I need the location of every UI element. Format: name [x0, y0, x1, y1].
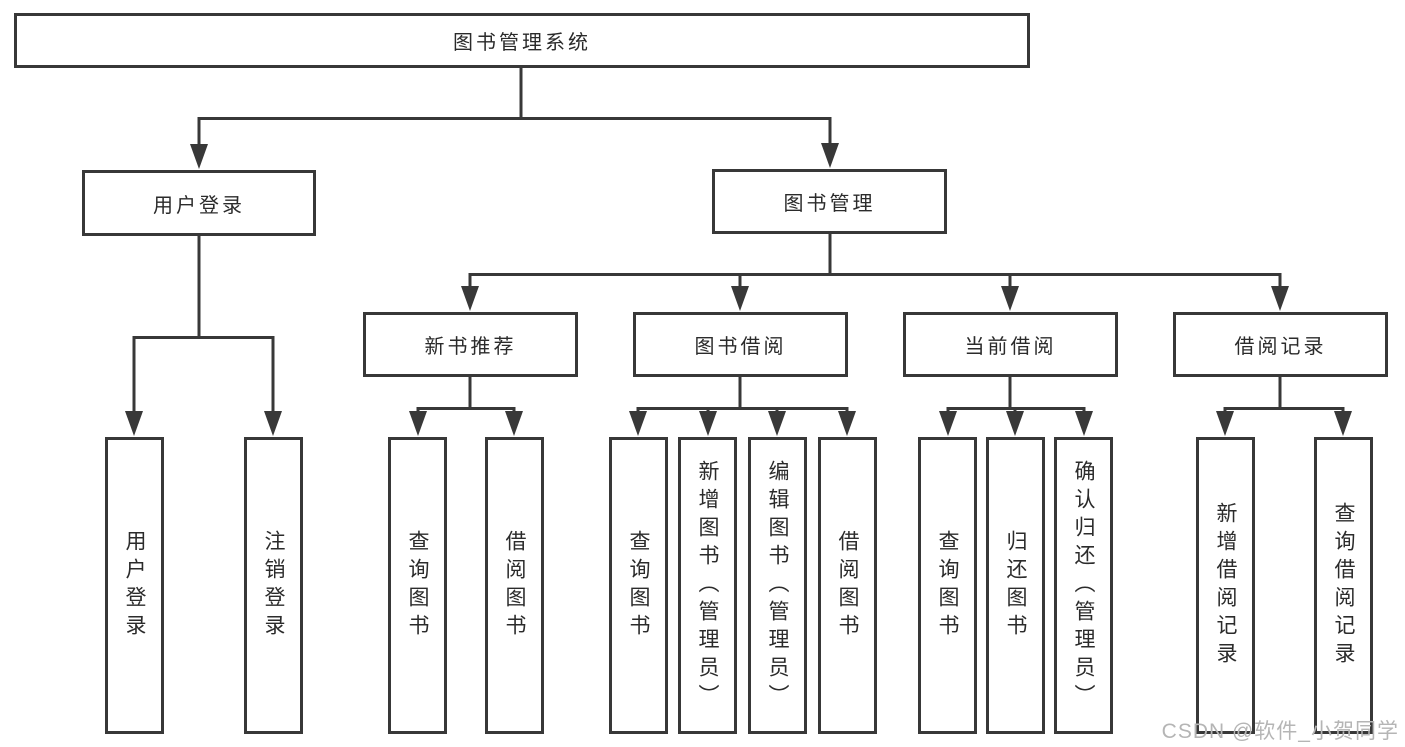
- arrowhead-icon: [409, 411, 427, 436]
- arrowhead-icon: [125, 411, 143, 436]
- csdn-watermark: CSDN @软件_小贺同学: [1161, 720, 1399, 743]
- leaf-query-books-recommend: 查询图书: [388, 437, 447, 734]
- arrowhead-icon: [768, 411, 786, 436]
- node-label: 编辑图书（管理员）: [766, 459, 789, 712]
- node-book-borrowing: 图书借阅: [633, 312, 848, 377]
- leaf-logout: 注销登录: [244, 437, 303, 734]
- node-label: 图书管理系统: [453, 32, 591, 54]
- arrowhead-icon: [838, 411, 856, 436]
- leaf-confirm-return-admin: 确认归还（管理员）: [1054, 437, 1113, 734]
- node-label: 图书借阅: [694, 336, 787, 358]
- leaf-add-borrow-record: 新增借阅记录: [1196, 437, 1255, 734]
- node-label: 新书推荐: [424, 336, 517, 358]
- node-label: 新增图书（管理员）: [696, 459, 719, 712]
- leaf-query-books-current: 查询图书: [918, 437, 977, 734]
- node-label: 用户登录: [153, 194, 245, 217]
- arrowhead-icon: [731, 286, 749, 311]
- leaf-borrow-books: 借阅图书: [818, 437, 877, 734]
- node-label: 借阅图书: [503, 529, 526, 642]
- leaf-borrow-books-recommend: 借阅图书: [485, 437, 544, 734]
- leaf-return-books: 归还图书: [986, 437, 1045, 734]
- node-label: 查询图书: [406, 529, 429, 642]
- arrowhead-icon: [1271, 286, 1289, 311]
- arrowhead-icon: [1006, 411, 1024, 436]
- node-label: 用户登录: [123, 529, 146, 642]
- arrowhead-icon: [1334, 411, 1352, 436]
- arrowhead-icon: [1075, 411, 1093, 436]
- node-label: 查询图书: [627, 529, 650, 642]
- node-user-login: 用户登录: [82, 170, 316, 236]
- node-label: 查询借阅记录: [1332, 501, 1355, 670]
- arrowhead-icon: [461, 286, 479, 311]
- node-new-book-recommendation: 新书推荐: [363, 312, 578, 377]
- leaf-query-books-borrowing: 查询图书: [609, 437, 668, 734]
- node-label: 归还图书: [1004, 529, 1027, 642]
- node-label: 图书管理: [783, 193, 876, 215]
- leaf-query-borrow-record: 查询借阅记录: [1314, 437, 1373, 734]
- node-label: 新增借阅记录: [1214, 501, 1237, 670]
- arrowhead-icon: [821, 143, 839, 168]
- arrowhead-icon: [1216, 411, 1234, 436]
- node-borrowing-records: 借阅记录: [1173, 312, 1388, 377]
- arrowhead-icon: [1001, 286, 1019, 311]
- arrowhead-icon: [190, 144, 208, 169]
- node-label: 借阅图书: [836, 529, 859, 642]
- node-label: 当前借阅: [964, 336, 1057, 358]
- node-book-management: 图书管理: [712, 169, 947, 234]
- arrowhead-icon: [264, 411, 282, 436]
- node-label: 注销登录: [262, 529, 285, 642]
- leaf-add-books-admin: 新增图书（管理员）: [678, 437, 737, 734]
- arrowhead-icon: [699, 411, 717, 436]
- arrowhead-icon: [505, 411, 523, 436]
- node-library-management-system: 图书管理系统: [14, 13, 1030, 68]
- arrowhead-icon: [629, 411, 647, 436]
- node-label: 确认归还（管理员）: [1072, 459, 1095, 712]
- node-label: 查询图书: [936, 529, 959, 642]
- node-label: 借阅记录: [1234, 336, 1327, 358]
- node-current-borrowing: 当前借阅: [903, 312, 1118, 377]
- arrowhead-icon: [939, 411, 957, 436]
- leaf-edit-books-admin: 编辑图书（管理员）: [748, 437, 807, 734]
- leaf-user-login: 用户登录: [105, 437, 164, 734]
